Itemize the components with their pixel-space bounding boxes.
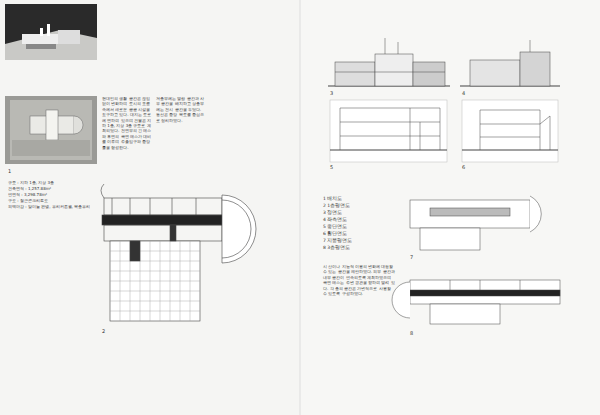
callout-number: 7 xyxy=(410,254,430,261)
spec-line: 건축면적 : 1,257.88m² xyxy=(8,186,98,191)
cross-section xyxy=(462,100,558,162)
callout-number: 1 xyxy=(8,168,28,175)
ground-floor-plan xyxy=(101,184,256,321)
legend-line: 4 좌측면도 xyxy=(323,217,393,223)
spec-line: 외벽마감 : 알미늄 판넬, 유리커튼월, 복층유리 xyxy=(8,204,96,209)
roof-plan xyxy=(410,196,541,250)
legend-line: 5 종단면도 xyxy=(323,224,393,230)
spec-line: 연면적 : 3,298.78m² xyxy=(8,192,98,197)
legend-line: 6 횡단면도 xyxy=(323,231,393,237)
body-text: 시 산이나 지능적 이용의 변화에 대응할 수 있는 공간을 제안하였다. 외부… xyxy=(323,264,395,296)
legend-line: 3 정면도 xyxy=(323,210,393,216)
callout-number: 6 xyxy=(462,164,482,171)
callout-number: 2 xyxy=(102,328,122,335)
spec-line: 구조 : 철근콘크리트조 xyxy=(8,198,98,203)
legend-line: 8 3층평면도 xyxy=(323,245,393,251)
callout-number: 5 xyxy=(330,164,350,171)
body-text: 현대인의 생활 공간은 끊임없이 변화하며 도시의 흐름 속에서 새로운 공공 … xyxy=(102,96,152,150)
legend-line: 7 지붕평면도 xyxy=(323,238,393,244)
model-photo xyxy=(5,4,97,60)
legend-line: 2 1층평면도 xyxy=(323,203,393,209)
callout-number: 3 xyxy=(330,90,350,97)
longitudinal-section xyxy=(330,100,447,162)
spec-line: 규모 : 지하 1층, 지상 3층 xyxy=(8,180,98,185)
third-floor-plan xyxy=(392,280,560,324)
side-elevation xyxy=(460,40,560,86)
callout-number: 4 xyxy=(462,90,482,97)
body-text: 저층부에는 열람 공간과 사무 공간을 배치하고 상층부에는 전시 공간을 두었… xyxy=(156,96,206,123)
legend-line: 1 배치도 xyxy=(323,196,393,202)
callout-number: 8 xyxy=(410,330,430,337)
site-model-photo xyxy=(5,96,97,164)
front-elevation xyxy=(328,38,450,86)
